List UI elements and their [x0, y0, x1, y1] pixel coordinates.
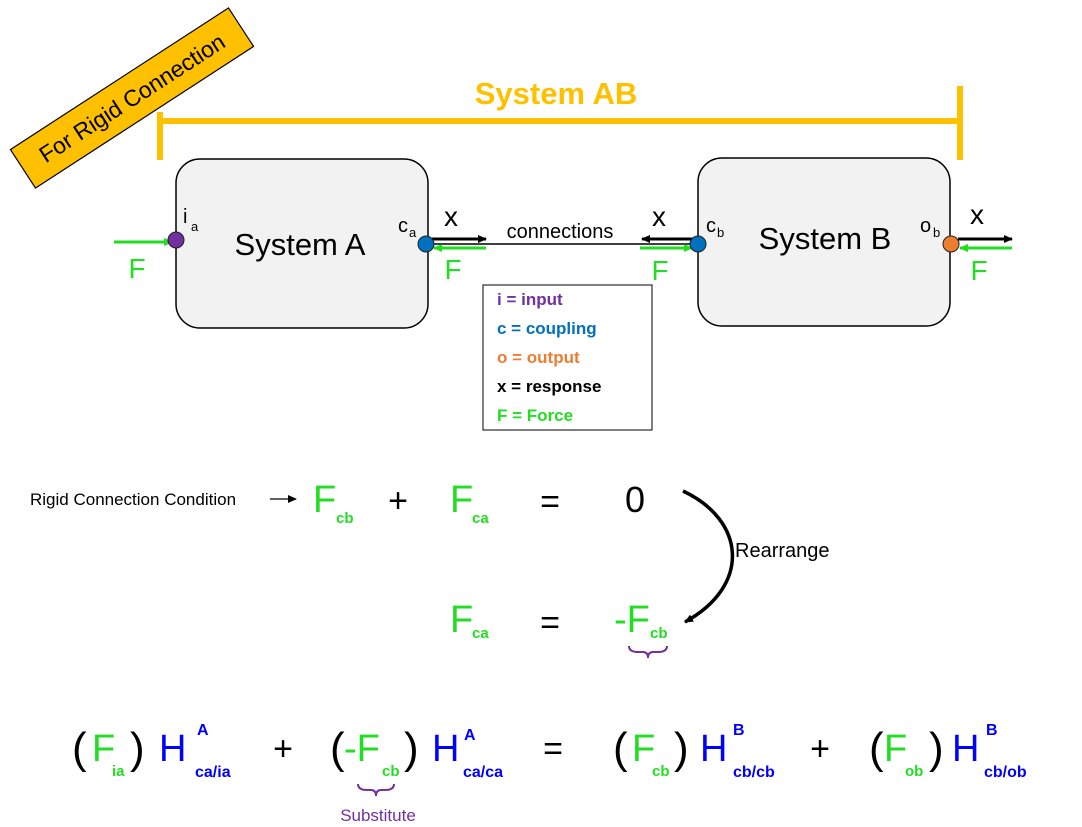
legend-item: x = response	[497, 377, 601, 396]
legend-item: o = output	[497, 348, 580, 367]
condition-term2-sub: ca	[472, 510, 489, 527]
t2-h-sub: ca/ca	[463, 764, 503, 781]
rearranged-equation: F ca = -F cb	[450, 599, 668, 659]
condition-plus: +	[388, 482, 408, 520]
rearrange-arrow: Rearrange	[682, 489, 830, 624]
t1-force: F	[92, 728, 115, 770]
input-port-label: i	[183, 206, 187, 228]
t3-open-paren: (	[613, 724, 628, 773]
banner-text: For Rigid Connection	[34, 28, 229, 167]
coupling-port-a-sub: a	[409, 225, 417, 240]
system-ab-bracket: System AB	[157, 76, 963, 160]
final-plus-1: +	[273, 730, 293, 768]
t2-h: H	[432, 728, 459, 770]
condition-label: Rigid Connection Condition	[30, 490, 236, 509]
response-label-cb: x	[652, 201, 666, 232]
output-port-sub: b	[933, 225, 940, 240]
t1-close-paren: )	[130, 724, 145, 773]
t2-close-paren: )	[404, 724, 419, 773]
system-ab-title: System AB	[475, 76, 638, 111]
t4-h-sup: B	[986, 722, 998, 739]
t4-force-sub: ob	[905, 763, 923, 780]
condition-rhs: 0	[625, 479, 645, 520]
connections-label: connections	[507, 221, 614, 243]
rearranged-lhs-sub: ca	[472, 625, 489, 642]
force-label-ca: F	[444, 254, 461, 285]
t4-open-paren: (	[869, 724, 884, 773]
condition-term1-sub: cb	[336, 510, 354, 527]
input-port-dot	[167, 231, 185, 249]
final-plus-2: +	[810, 730, 830, 768]
legend-item: c = coupling	[497, 319, 597, 338]
banner-box	[9, 7, 255, 189]
rearranged-lhs: F	[450, 599, 473, 641]
t4-close-paren: )	[929, 724, 944, 773]
coupling-port-a-dot	[417, 235, 435, 253]
rearranged-rhs-sub: cb	[650, 625, 668, 642]
rearranged-equals: =	[540, 604, 560, 642]
final-equation: ( F ia ) H A ca/ia + ( -F cb ) H A ca/ca…	[72, 722, 1027, 825]
rearranged-brace	[628, 645, 668, 659]
t2-force-sub: cb	[382, 763, 400, 780]
condition-term1: F	[313, 479, 336, 521]
t1-force-sub: ia	[112, 763, 125, 780]
condition-equals: =	[540, 483, 560, 521]
legend-item: F = Force	[497, 406, 573, 425]
system-a-title: System A	[235, 227, 366, 262]
force-label-ob: F	[970, 255, 987, 286]
t4-h-sub: cb/ob	[984, 764, 1027, 781]
final-equals: =	[543, 730, 563, 768]
coupling-port-b-dot	[689, 235, 707, 253]
t4-force: F	[884, 728, 907, 770]
force-label-cb: F	[651, 255, 668, 286]
rearrange-label: Rearrange	[735, 540, 830, 562]
system-b-title: System B	[759, 221, 892, 256]
t2-h-sup: A	[464, 727, 476, 744]
t4-h: H	[952, 728, 979, 770]
t1-h-sup: A	[197, 722, 209, 739]
legend-item: i = input	[497, 290, 563, 309]
substitute-brace	[357, 783, 395, 797]
condition-term2: F	[450, 479, 473, 521]
output-port-label: o	[920, 215, 931, 237]
coupling-port-b-sub: b	[717, 225, 724, 240]
rearranged-rhs: -F	[614, 599, 650, 641]
t2-open-paren: (	[330, 724, 345, 773]
coupling-port-a-label: c	[398, 215, 408, 237]
rearrange-curve	[682, 489, 735, 624]
condition-equation: Rigid Connection Condition F cb + F ca =…	[30, 479, 645, 527]
t1-h-sub: ca/ia	[195, 764, 231, 781]
legend-box	[482, 284, 653, 431]
t2-force: -F	[344, 728, 380, 770]
coupling-port-b-label: c	[706, 215, 716, 237]
response-label-ca: x	[444, 201, 458, 232]
legend: i = input c = coupling o = output x = respo…	[482, 284, 653, 431]
t1-h: H	[159, 728, 186, 770]
response-label-ob: x	[970, 199, 984, 230]
input-force-label: F	[128, 253, 145, 284]
output-port-dot	[942, 235, 960, 253]
t3-force: F	[632, 728, 655, 770]
substitute-label: Substitute	[340, 806, 416, 825]
t3-close-paren: )	[674, 724, 689, 773]
t3-force-sub: cb	[652, 763, 670, 780]
t3-h-sub: cb/cb	[733, 764, 775, 781]
t1-open-paren: (	[72, 724, 87, 773]
t3-h: H	[700, 728, 727, 770]
t3-h-sup: B	[733, 722, 745, 739]
input-port-sub: a	[191, 219, 199, 234]
